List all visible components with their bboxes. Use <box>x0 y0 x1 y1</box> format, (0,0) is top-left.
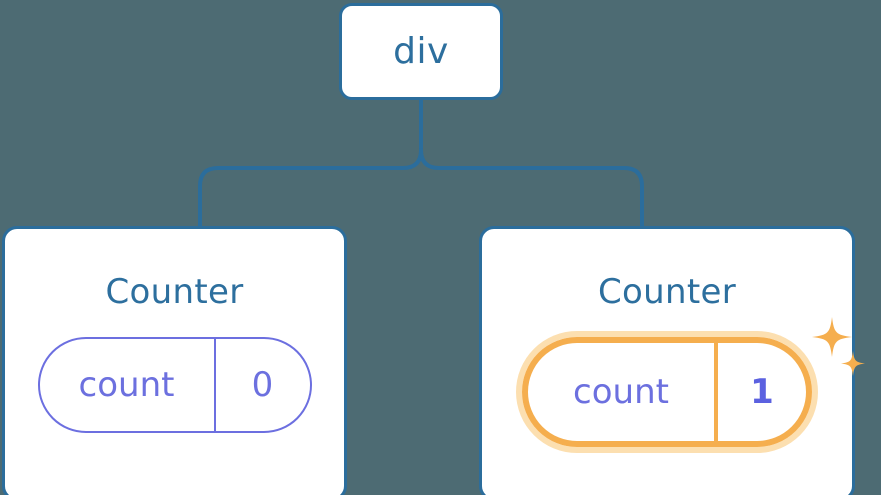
connector-branch-left <box>198 148 423 228</box>
sparkle-large-icon <box>812 317 852 357</box>
state-pill-left[interactable]: count 0 <box>37 337 312 433</box>
connector-branch-right <box>419 148 644 228</box>
state-value-right: 1 <box>714 343 806 441</box>
node-counter-right[interactable]: Counter count 1 <box>479 226 865 495</box>
state-pill-right[interactable]: count 1 <box>522 337 812 447</box>
state-value-left: 0 <box>213 339 310 431</box>
node-counter-left-title: Counter <box>105 272 244 312</box>
node-counter-right-title: Counter <box>598 272 736 312</box>
node-root-div[interactable]: div <box>339 3 503 100</box>
sparkle-small-icon <box>841 351 865 376</box>
sparkle-group <box>812 317 865 376</box>
node-counter-left[interactable]: Counter count 0 <box>2 226 347 495</box>
state-key-right: count <box>573 372 669 412</box>
state-key-left: count <box>78 365 175 405</box>
state-badge-left: count 0 <box>37 337 312 433</box>
node-root-label: div <box>393 30 449 72</box>
state-badge-right: count 1 <box>522 317 865 447</box>
